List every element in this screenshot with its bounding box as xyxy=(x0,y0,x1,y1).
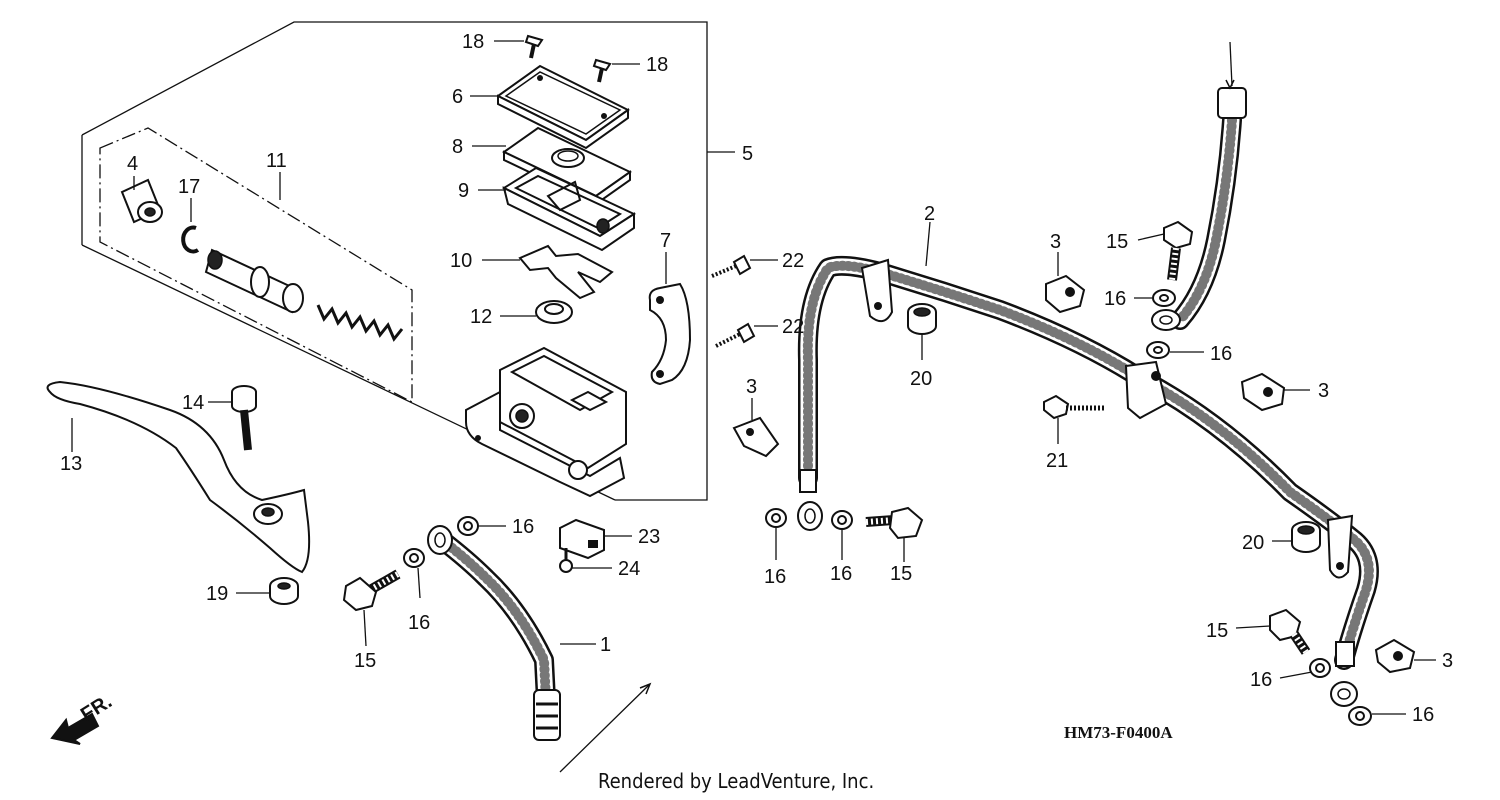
bolt-part-22-b xyxy=(715,322,778,348)
screw-part-24 xyxy=(559,548,612,573)
callout-23: 23 xyxy=(638,526,660,548)
float-part-10 xyxy=(482,244,614,300)
callout-14: 14 xyxy=(182,392,204,414)
callout-15-b: 15 xyxy=(890,563,912,585)
callout-3-a: 3 xyxy=(746,376,757,398)
callout-4: 4 xyxy=(127,153,138,175)
bolt-part-15-a xyxy=(342,569,401,647)
callout-12: 12 xyxy=(470,306,492,328)
circlip-part-17 xyxy=(181,198,200,254)
callout-9: 9 xyxy=(458,180,469,202)
washer-part-16-a xyxy=(457,516,506,536)
brake-hose-part-2 xyxy=(797,221,1379,707)
washer-part-16-e xyxy=(1134,289,1176,307)
callout-2: 2 xyxy=(924,203,935,225)
callout-18-b: 18 xyxy=(646,54,668,76)
callout-21: 21 xyxy=(1046,450,1068,472)
seal-part-12 xyxy=(500,300,573,324)
clamp-part-3-b xyxy=(1045,252,1086,314)
washer-part-16-f xyxy=(1146,341,1204,359)
callout-16-c: 16 xyxy=(764,566,786,588)
pivot-bolt-part-14 xyxy=(208,385,257,451)
callout-10: 10 xyxy=(450,250,472,272)
collar-part-20-a xyxy=(907,303,937,360)
callout-8: 8 xyxy=(452,136,463,158)
piston-part xyxy=(204,248,304,314)
callout-18-a: 18 xyxy=(462,31,484,53)
brake-lever-part-13 xyxy=(46,380,311,574)
callout-13: 13 xyxy=(60,453,82,475)
callout-3-d: 3 xyxy=(1442,650,1453,672)
cover-part-6 xyxy=(470,64,630,150)
callout-15-a: 15 xyxy=(354,650,376,672)
clamp-part-3-d xyxy=(1374,638,1436,674)
bolt-part-15-b xyxy=(865,506,924,562)
callout-1: 1 xyxy=(600,634,611,656)
clamp-part-3-a xyxy=(732,398,780,458)
clamp-part-3-c xyxy=(1240,372,1310,412)
washer-part-16-c xyxy=(765,508,787,560)
callout-5: 5 xyxy=(742,143,753,165)
washer-part-16-g xyxy=(1279,658,1331,679)
callout-16-g: 16 xyxy=(1250,669,1272,691)
screw-part-18-b xyxy=(592,58,640,83)
upper-brake-hose xyxy=(1151,41,1247,331)
bolt-part-21 xyxy=(1043,394,1106,444)
washer-part-16-b xyxy=(403,548,425,599)
part-number-callouts: 18 18 6 8 9 5 10 12 7 4 17 11 14 13 19 1… xyxy=(60,31,1453,726)
callout-16-e: 16 xyxy=(1104,288,1126,310)
bolt-part-22-a xyxy=(711,254,778,278)
callout-16-b: 16 xyxy=(408,612,430,634)
screw-part-18-a xyxy=(494,34,544,59)
bolt-part-15-c xyxy=(1137,220,1194,281)
callout-17: 17 xyxy=(178,176,200,198)
piston-kit-11-boundary xyxy=(99,127,413,404)
nut-part-19 xyxy=(236,577,299,605)
callout-20-b: 20 xyxy=(1242,532,1264,554)
front-direction-arrow xyxy=(50,712,100,745)
callout-19: 19 xyxy=(206,583,228,605)
callout-15-c: 15 xyxy=(1106,231,1128,253)
callout-24: 24 xyxy=(618,558,640,580)
diagram-reference-code: HM73-F0400A xyxy=(1064,723,1173,742)
boot-part-4 xyxy=(120,176,163,224)
bolt-part-15-d xyxy=(1235,608,1311,655)
callout-3-c: 3 xyxy=(1318,380,1329,402)
callout-15-d: 15 xyxy=(1206,620,1228,642)
callout-20-a: 20 xyxy=(910,368,932,390)
callout-16-f: 16 xyxy=(1210,343,1232,365)
diaphragm-part-9 xyxy=(478,166,637,252)
callout-22-a: 22 xyxy=(782,250,804,272)
callout-3-b: 3 xyxy=(1050,231,1061,253)
washer-part-16-d xyxy=(831,510,853,560)
master-cylinder-body xyxy=(465,346,627,498)
holder-part-7 xyxy=(648,252,692,386)
callout-16-h: 16 xyxy=(1412,704,1434,726)
brake-hose-part-1 xyxy=(427,525,652,773)
callout-22-b: 22 xyxy=(782,316,804,338)
callout-16-a: 16 xyxy=(512,516,534,538)
callout-7: 7 xyxy=(660,230,671,252)
callout-11: 11 xyxy=(266,150,287,172)
collar-part-20-b xyxy=(1272,521,1321,553)
callout-6: 6 xyxy=(452,86,463,108)
spring-part xyxy=(316,304,404,342)
render-credit: Rendered by LeadVenture, Inc. xyxy=(598,769,874,793)
washer-part-16-h xyxy=(1348,706,1406,726)
switch-part-23 xyxy=(559,518,632,560)
callout-16-d: 16 xyxy=(830,563,852,585)
